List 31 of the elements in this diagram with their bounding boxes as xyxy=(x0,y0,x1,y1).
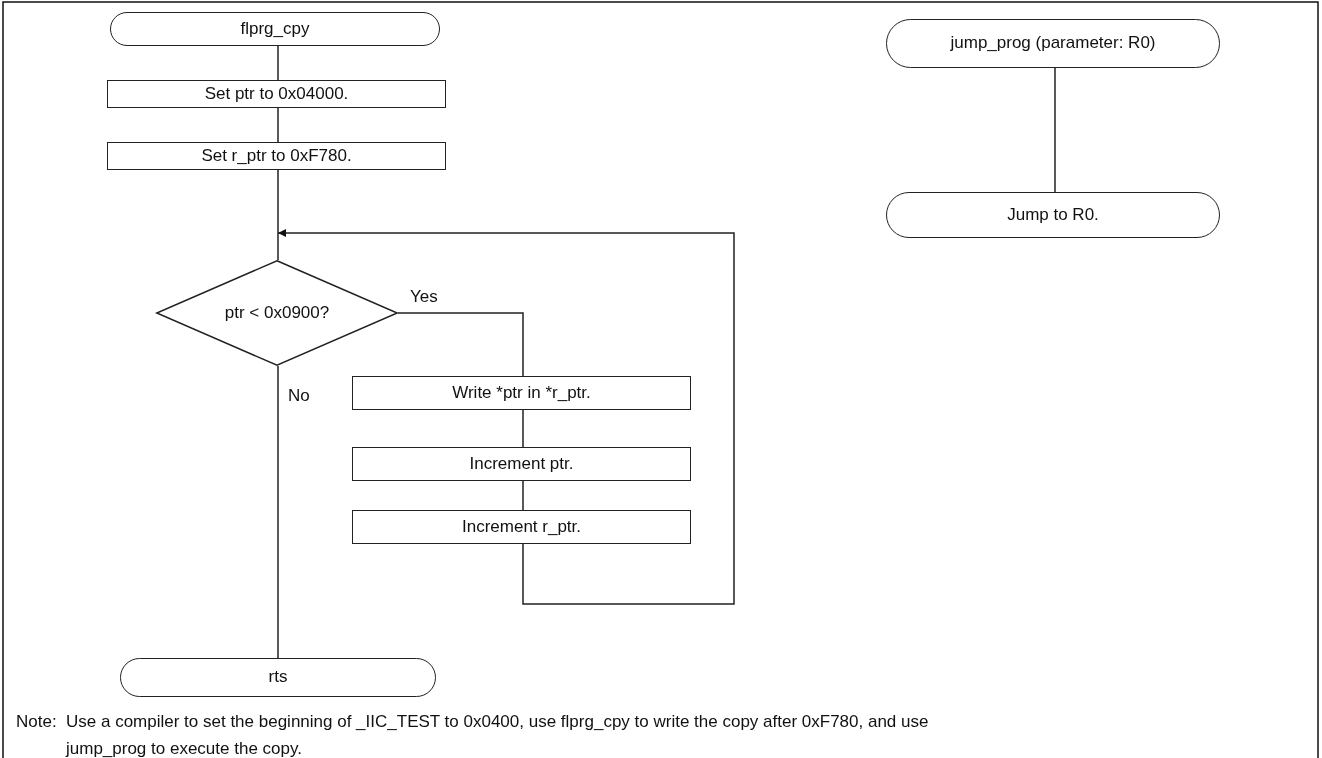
node-text: Increment r_ptr. xyxy=(461,516,582,538)
terminal-shape xyxy=(120,658,436,697)
node-text: Write *ptr in *r_ptr. xyxy=(452,382,591,404)
connector-line xyxy=(277,169,279,261)
process-box xyxy=(352,447,691,481)
node-text: Increment ptr. xyxy=(469,453,574,475)
connector-line xyxy=(522,480,524,511)
node-text: ptr < 0x0900? xyxy=(223,302,331,324)
connector-line xyxy=(522,409,524,448)
node-text: jump_prog (parameter: R0) xyxy=(950,33,1156,54)
note-label: Note: xyxy=(16,711,57,733)
terminal-shape xyxy=(110,12,440,46)
decision-diamond xyxy=(156,260,398,366)
process-box xyxy=(352,510,691,544)
node-text: rts xyxy=(268,667,288,688)
connector-line xyxy=(277,365,279,659)
note-text: Use a compiler to set the beginning of _IIC_TEST to 0x0400, use flprg_cpy to write the copy after 0xF780, and use jump_prog to execute the copy. xyxy=(66,711,930,758)
node-text: Jump to R0. xyxy=(1007,204,1099,226)
terminal-shape xyxy=(886,19,1220,68)
node-text: Set ptr to 0x04000. xyxy=(204,83,349,105)
connector-line xyxy=(1054,67,1056,193)
connector-line xyxy=(397,312,524,377)
process-box xyxy=(107,80,446,108)
node-text: flprg_cpy xyxy=(240,18,310,40)
arrow xyxy=(277,229,735,605)
terminal-shape xyxy=(886,192,1220,238)
process-box xyxy=(352,376,691,410)
process-box xyxy=(107,142,446,170)
connector-line xyxy=(277,45,279,81)
connector-line xyxy=(277,107,279,143)
node-text: Set r_ptr to 0xF780. xyxy=(201,145,352,167)
